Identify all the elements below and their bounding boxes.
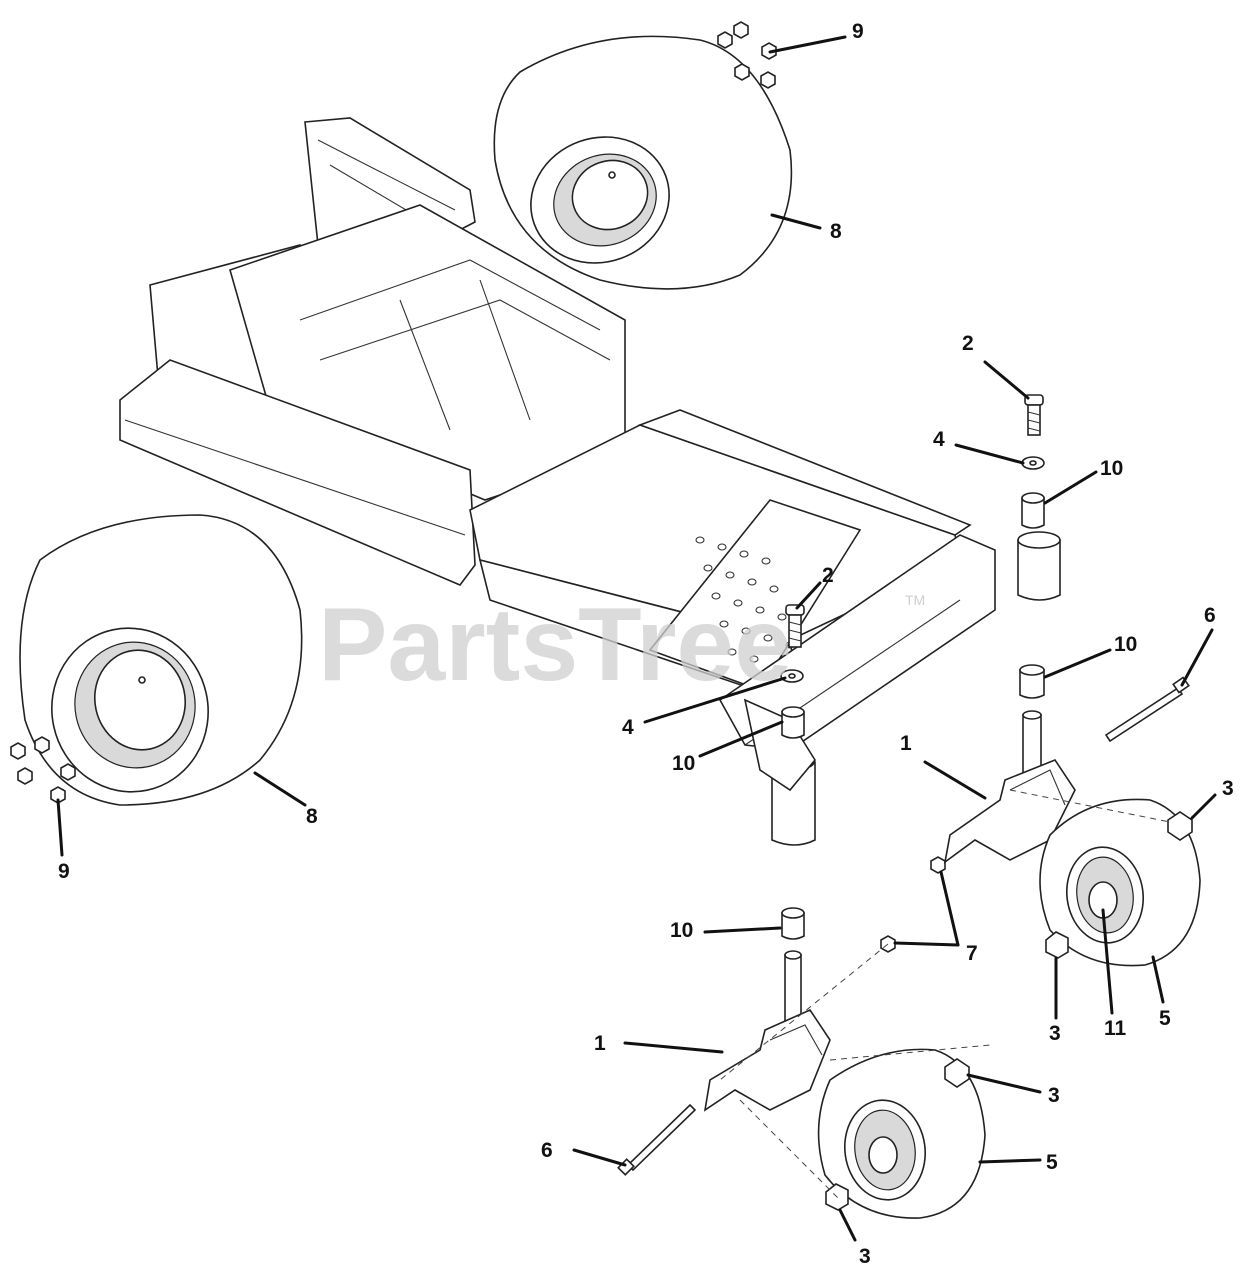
- svg-text:3: 3: [1049, 1022, 1061, 1045]
- callout-2-upper: 2: [962, 332, 1030, 400]
- floor-hole: [741, 627, 751, 635]
- svg-text:1: 1: [900, 732, 912, 755]
- nuts-7: [880, 856, 946, 953]
- callout-2-mid: 2: [795, 564, 834, 610]
- callout-10-right: 10: [1043, 633, 1137, 679]
- bushing-lower: [781, 907, 805, 940]
- svg-text:8: 8: [830, 220, 842, 243]
- floor-hole: [711, 592, 721, 600]
- callout-3-lower-right: 3: [966, 1073, 1060, 1107]
- svg-text:9: 9: [852, 20, 864, 43]
- callout-10-mid: 10: [672, 720, 784, 775]
- floor-hole: [725, 571, 735, 579]
- floor-hole: [727, 648, 737, 656]
- floor-hole: [747, 578, 757, 586]
- callout-6-lower: 6: [541, 1139, 627, 1167]
- callout-3-lower-bottom: 3: [838, 1208, 871, 1268]
- alignment-lines: [719, 789, 1171, 1201]
- washer-mid: [780, 669, 804, 683]
- floor-hole: [717, 543, 727, 551]
- callout-5-lower: 5: [978, 1151, 1058, 1174]
- mower-frame: [119, 117, 1061, 846]
- floor-hole: [695, 536, 705, 544]
- spacer-3-right: [1045, 811, 1193, 959]
- callout-10-lower: 10: [670, 919, 782, 942]
- callout-3-right-bottom: 3: [1049, 956, 1061, 1045]
- floor-hole: [749, 655, 759, 663]
- svg-text:1: 1: [594, 1032, 606, 1055]
- caster-wheel-lower: [817, 1048, 986, 1219]
- svg-text:6: 6: [541, 1139, 553, 1162]
- svg-text:PartsTree: PartsTree: [318, 587, 792, 703]
- callout-1-right: 1: [900, 732, 987, 800]
- svg-text:TM: TM: [905, 592, 925, 608]
- bushing-mid: [781, 706, 805, 739]
- svg-text:3: 3: [1222, 777, 1234, 800]
- axle-bolt-lower: [617, 1103, 697, 1176]
- callout-8-left: 8: [253, 771, 318, 828]
- caster-fork-lower: [703, 950, 831, 1112]
- svg-text:7: 7: [966, 942, 978, 965]
- rear-wheel-right: [493, 35, 793, 290]
- svg-text:5: 5: [1046, 1151, 1058, 1174]
- svg-text:10: 10: [1114, 633, 1137, 656]
- bolt-upper: [1024, 394, 1044, 436]
- callout-1-lower: 1: [594, 1032, 724, 1055]
- svg-text:5: 5: [1159, 1007, 1171, 1030]
- callout-9-top: 9: [768, 20, 864, 54]
- callout-6-right: 6: [1180, 604, 1216, 687]
- svg-text:9: 9: [58, 860, 70, 883]
- floor-hole: [763, 634, 773, 642]
- callout-3-right-top: 3: [1190, 777, 1234, 820]
- svg-text:10: 10: [1100, 457, 1123, 480]
- callout-11: 11: [1101, 908, 1127, 1040]
- floor-hole: [733, 599, 743, 607]
- bolt-mid: [785, 604, 805, 648]
- rear-wheel-left: [19, 514, 303, 806]
- callouts: 9 8 2 4 10 2 10 6 4 10 1 3 8 9 10 7 3 11…: [56, 20, 1234, 1268]
- axle-bolt-right: [1104, 676, 1190, 743]
- lug-nuts-top: [717, 21, 777, 89]
- floor-hole: [703, 564, 713, 572]
- svg-text:10: 10: [670, 919, 693, 942]
- bushing-upper: [1021, 492, 1045, 529]
- svg-text:10: 10: [672, 752, 695, 775]
- floor-hole: [755, 606, 765, 614]
- svg-text:3: 3: [1048, 1084, 1060, 1107]
- floor-hole: [719, 620, 729, 628]
- callout-4-upper: 4: [933, 428, 1025, 465]
- svg-text:2: 2: [822, 564, 834, 587]
- svg-text:3: 3: [859, 1245, 871, 1268]
- svg-text:11: 11: [1104, 1017, 1127, 1040]
- caster-wheel-right: [1039, 798, 1201, 967]
- callout-10-upper: 10: [1043, 457, 1123, 505]
- floor-hole: [761, 557, 771, 565]
- svg-text:2: 2: [962, 332, 974, 355]
- bushing-right: [1019, 664, 1045, 699]
- svg-text:4: 4: [933, 428, 945, 451]
- callout-5-right: 5: [1151, 955, 1171, 1030]
- floor-hole: [769, 585, 779, 593]
- floor-hole: [777, 613, 787, 621]
- callout-4-mid: 4: [622, 676, 787, 739]
- washer-upper: [1021, 456, 1045, 470]
- caster-fork-right: [943, 710, 1076, 864]
- callout-7: 7: [893, 870, 978, 965]
- floor-hole: [739, 550, 749, 558]
- svg-text:6: 6: [1204, 604, 1216, 627]
- callout-9-left: 9: [56, 798, 70, 883]
- svg-text:4: 4: [622, 716, 634, 739]
- svg-text:8: 8: [306, 805, 318, 828]
- lug-nuts-left: [10, 736, 76, 804]
- callout-8-top: 8: [770, 213, 842, 243]
- watermark: PartsTree TM: [318, 587, 925, 703]
